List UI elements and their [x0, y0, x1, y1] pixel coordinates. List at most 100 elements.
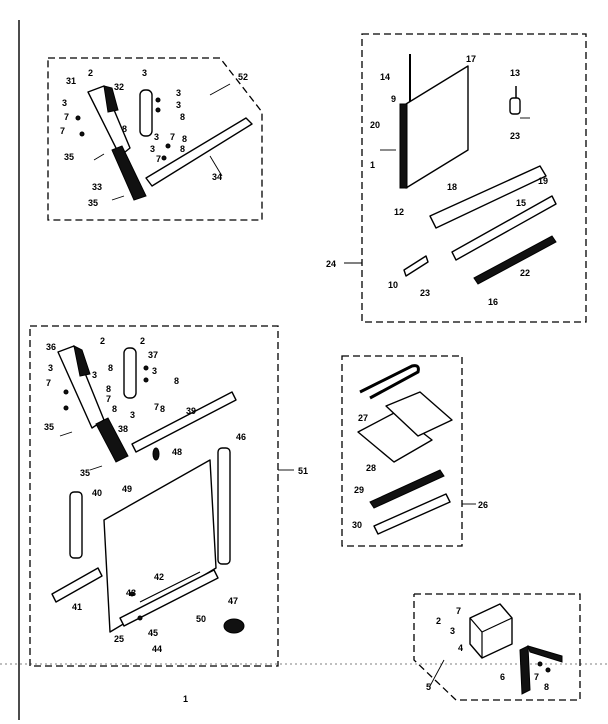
assembly-52-callout-label: 3	[176, 88, 181, 98]
part-rail-34	[145, 117, 253, 187]
assembly-52-callout-label: 7	[156, 154, 161, 164]
assembly-51-callout-label: 48	[172, 447, 182, 457]
assembly-51-callout-label: 8	[106, 384, 111, 394]
part-box-4	[469, 603, 513, 659]
assembly-24-callout-label: 20	[370, 120, 380, 130]
assembly-51-callout-label: 3	[48, 363, 53, 373]
assembly-24-callout-label: 15	[516, 198, 526, 208]
part-side-40	[69, 491, 83, 559]
part-vertical-guide	[139, 89, 153, 137]
assembly-51-callout-label: 35	[44, 422, 54, 432]
part-rail-22	[473, 235, 557, 285]
assembly-24-callout-label: 16	[488, 297, 498, 307]
assembly-5-callout-label: 7	[456, 606, 461, 616]
assembly-52-callout-label: 3	[150, 144, 155, 154]
assembly-51-callout-label: 49	[122, 484, 132, 494]
assembly-51-callout-label: 45	[148, 628, 158, 638]
assembly-51-callout-label: 3	[152, 366, 157, 376]
assembly-26-outline	[341, 355, 463, 547]
assembly-24-callout-label: 18	[447, 182, 457, 192]
assembly-5-callout-label: 4	[458, 643, 463, 653]
assembly-52-callout-label: 35	[64, 152, 74, 162]
part-side-46	[217, 447, 231, 565]
assembly-52-callout-label: 3	[154, 132, 159, 142]
assembly-51-callout-label: 41	[72, 602, 82, 612]
assembly-51-callout-label: 2	[140, 336, 145, 346]
assembly-24-callout-label: 22	[520, 268, 530, 278]
assembly-51-callout-label: 39	[186, 406, 196, 416]
assembly-26-callout-label: 29	[354, 485, 364, 495]
assembly-5-callout-label: 3	[450, 626, 455, 636]
assembly-5-callout-label: 7	[534, 672, 539, 682]
assembly-51-callout-label: 40	[92, 488, 102, 498]
assembly-51-callout-label: 50	[196, 614, 206, 624]
assembly-24-callout-label: 19	[538, 176, 548, 186]
assembly-52-callout-label: 8	[180, 144, 185, 154]
part-bracket	[87, 85, 131, 157]
assembly-51-callout-label: 8	[112, 404, 117, 414]
assembly-5	[413, 593, 581, 701]
part-panel-9	[405, 65, 469, 189]
assembly-51-callout-label: 37	[148, 350, 158, 360]
assembly-52-callout-label: 8	[180, 112, 185, 122]
assembly-52-outline	[47, 57, 263, 221]
assembly-51-callout-label: 7	[154, 402, 159, 412]
assembly-26-number: 26	[478, 500, 488, 510]
assembly-52-callout-label: 7	[170, 132, 175, 142]
assembly-24-callout-label: 13	[510, 68, 520, 78]
assembly-52-callout-label: 3	[62, 98, 67, 108]
assembly-52-callout-label: 7	[60, 126, 65, 136]
part-rail-29	[369, 469, 445, 509]
part-angle-rail-38	[95, 417, 129, 463]
part-rail-30	[373, 493, 451, 535]
part-bracket-6	[519, 645, 531, 695]
part-hairpin-27	[359, 364, 420, 400]
assembly-24-callout-label: 14	[380, 72, 390, 82]
assembly-51-callout-label: 7	[106, 394, 111, 404]
part-foot-47	[223, 618, 245, 634]
assembly-52-callout-label: 31	[66, 76, 76, 86]
assembly-51-callout-label: 47	[228, 596, 238, 606]
assembly-5-outline	[413, 593, 581, 701]
assembly-52-callout-label: 7	[64, 112, 69, 122]
assembly-52-callout-label: 8	[122, 124, 127, 134]
page-footer-number: 1	[183, 694, 188, 704]
assembly-52-callout-label: 34	[212, 172, 222, 182]
assembly-52-callout-label: 3	[176, 100, 181, 110]
assembly-51-callout-label: 35	[80, 468, 90, 478]
part-rail-50	[119, 569, 219, 627]
assembly-52-callout-label: 8	[182, 134, 187, 144]
assembly-51-callout-label: 46	[236, 432, 246, 442]
assembly-24-callout-label: 12	[394, 207, 404, 217]
assembly-51-callout-label: 8	[160, 404, 165, 414]
assembly-51	[29, 325, 294, 667]
part-rail-39	[131, 391, 237, 453]
part-clip-10	[403, 255, 429, 277]
assembly-51-callout-label: 43	[126, 588, 136, 598]
assembly-52	[47, 57, 263, 221]
assembly-26-callout-label: 27	[358, 413, 368, 423]
assembly-51-callout-label: 7	[46, 378, 51, 388]
assembly-52-callout-label: 2	[88, 68, 93, 78]
assembly-24-callout-label: 9	[391, 94, 396, 104]
assembly-52-callout-label: 35	[88, 198, 98, 208]
assembly-51-callout-label: 44	[152, 644, 162, 654]
part-bracket-6-arm	[527, 645, 563, 663]
assembly-52-callout-label: 3	[142, 68, 147, 78]
part-guide-37	[123, 347, 137, 399]
assembly-51-callout-label: 42	[154, 572, 164, 582]
part-rail-19	[451, 195, 557, 261]
part-rail-18	[429, 165, 547, 229]
assembly-24-number: 24	[326, 259, 336, 269]
assembly-51-callout-label: 38	[118, 424, 128, 434]
part-rail-41	[51, 567, 103, 603]
assembly-5-callout-label: 2	[436, 616, 441, 626]
assembly-51-callout-label: 3	[92, 370, 97, 380]
part-glass-48	[103, 459, 217, 633]
assembly-24-callout-label: 10	[388, 280, 398, 290]
part-angle-rail	[111, 145, 147, 201]
assembly-52-number: 52	[238, 72, 248, 82]
assembly-51-callout-label: 8	[108, 363, 113, 373]
